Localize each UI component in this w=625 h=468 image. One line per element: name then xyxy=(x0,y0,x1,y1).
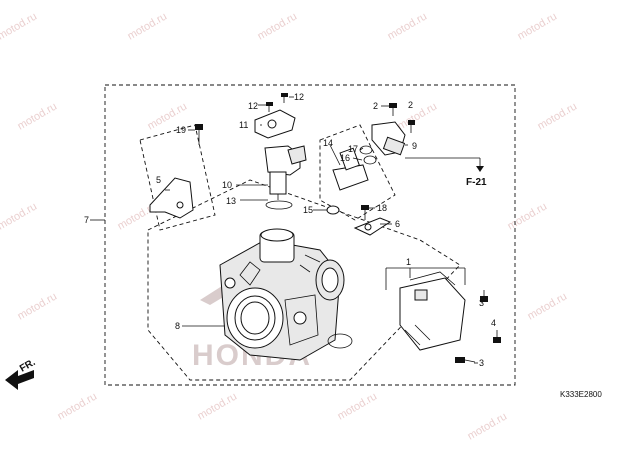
bracket-5 xyxy=(149,177,194,219)
callout-15: 15 xyxy=(303,205,313,215)
throttle-body xyxy=(219,228,345,361)
watermark-text: motod.ru xyxy=(0,10,39,42)
watermark-text: motod.ru xyxy=(16,290,60,322)
reference-arrow: F-21 xyxy=(405,157,487,188)
sensor-assembly-boundary xyxy=(139,124,216,231)
control-module xyxy=(399,271,466,351)
callout-3a: 3 xyxy=(479,298,484,308)
assembly-boundary xyxy=(104,84,516,386)
screw-2b xyxy=(408,120,415,133)
map-sensor xyxy=(371,121,406,156)
callout-8: 8 xyxy=(175,321,180,331)
callout-2a: 2 xyxy=(373,101,378,111)
leader-lines xyxy=(90,96,478,364)
callout-10: 10 xyxy=(222,180,232,190)
watermark-text: motod.ru xyxy=(526,290,570,322)
callout-4: 4 xyxy=(491,318,496,328)
callout-11: 11 xyxy=(239,120,248,130)
watermark-text: motod.ru xyxy=(386,10,430,42)
joint-6 xyxy=(353,217,392,236)
callout-17: 17 xyxy=(348,144,358,154)
fuel-injector xyxy=(332,145,377,191)
callouts: 1 2 2 3 3 4 5 6 7 8 9 10 11 12 12 13 14 … xyxy=(84,92,496,368)
reference-label: F-21 xyxy=(466,177,487,188)
bolt-3b xyxy=(455,357,476,363)
watermark-text: motod.ru xyxy=(256,10,300,42)
callout-3b: 3 xyxy=(479,358,484,368)
watermark-text: motod.ru xyxy=(56,390,100,422)
injector-assembly-boundary xyxy=(319,124,396,221)
seal-15 xyxy=(326,205,340,215)
callout-12b: 12 xyxy=(294,92,304,102)
callout-6: 6 xyxy=(395,219,400,229)
watermark-text: motod.ru xyxy=(506,200,550,232)
bolt-3a xyxy=(480,290,488,302)
sensor-plate xyxy=(254,109,296,139)
watermark-text: motod.ru xyxy=(396,100,440,132)
screw-12a xyxy=(266,102,273,112)
callout-1: 1 xyxy=(406,257,411,267)
screw-12b xyxy=(281,93,288,103)
o-ring xyxy=(327,333,353,349)
watermark-text: motod.ru xyxy=(0,200,39,232)
watermark-text: motod.ru xyxy=(466,410,510,442)
drawing-code: K333E2800 xyxy=(560,390,602,399)
callout-5: 5 xyxy=(156,175,161,185)
callout-13: 13 xyxy=(226,196,236,206)
watermark-text: motod.ru xyxy=(126,10,170,42)
callout-19: 19 xyxy=(176,125,186,135)
callout-18: 18 xyxy=(377,203,387,213)
bolt-4 xyxy=(493,330,501,343)
watermark-layer: motod.ru motod.ru motod.ru motod.ru moto… xyxy=(0,10,579,442)
watermark-text: motod.ru xyxy=(336,390,380,422)
watermark-text: motod.ru xyxy=(16,100,60,132)
screw-2a xyxy=(389,103,397,116)
o-ring-13 xyxy=(265,200,293,210)
callout-16: 16 xyxy=(340,153,350,163)
watermark-text: motod.ru xyxy=(536,100,580,132)
callout-12a: 12 xyxy=(248,101,258,111)
front-label: FR. xyxy=(18,357,38,375)
callout-14: 14 xyxy=(323,138,333,148)
callout-9: 9 xyxy=(412,141,417,151)
callout-2b: 2 xyxy=(408,100,413,110)
callout-7: 7 xyxy=(84,215,89,225)
bolt-18 xyxy=(361,205,369,220)
watermark-text: motod.ru xyxy=(196,390,240,422)
bolt-19 xyxy=(195,124,203,145)
watermark-text: motod.ru xyxy=(516,10,560,42)
throttle-position-sensor xyxy=(264,145,307,200)
front-direction-indicator: FR. xyxy=(5,357,38,390)
